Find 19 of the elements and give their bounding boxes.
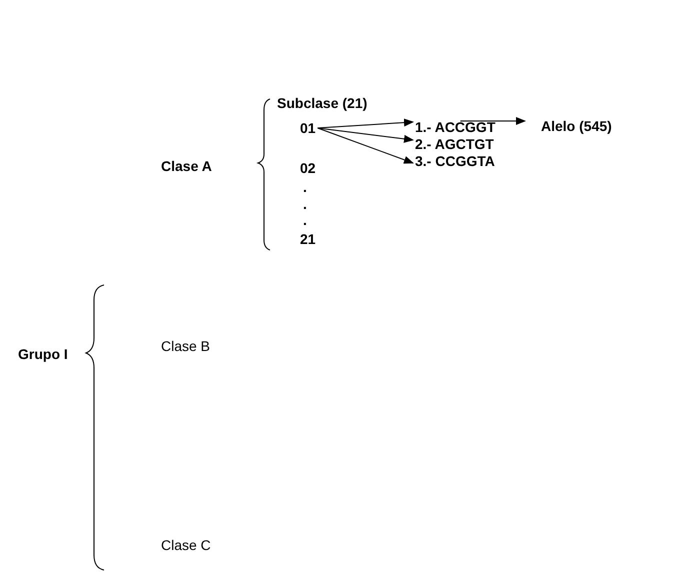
arrow xyxy=(317,128,414,164)
node-label: 01 xyxy=(300,120,316,136)
node-label: Subclase (21) xyxy=(277,95,368,111)
node-label: Clase B xyxy=(161,338,210,354)
arrow xyxy=(317,128,414,143)
node-label: 3.- CCGGTA xyxy=(415,153,495,169)
node-label: 2.- AGCTGT xyxy=(415,136,494,152)
node-label: . xyxy=(303,179,307,195)
node-label: Clase C xyxy=(161,537,211,553)
arrow xyxy=(460,117,526,125)
node-label: Clase A xyxy=(161,158,212,174)
node-label: Grupo I xyxy=(18,346,68,362)
arrow xyxy=(317,118,414,128)
node-label: 02 xyxy=(300,160,316,176)
node-label: . xyxy=(303,196,307,212)
node-label: 1.- ACCGGT xyxy=(415,119,496,135)
node-label: Alelo (545) xyxy=(541,118,612,134)
node-label: . xyxy=(303,212,307,228)
node-label: 21 xyxy=(300,231,316,247)
